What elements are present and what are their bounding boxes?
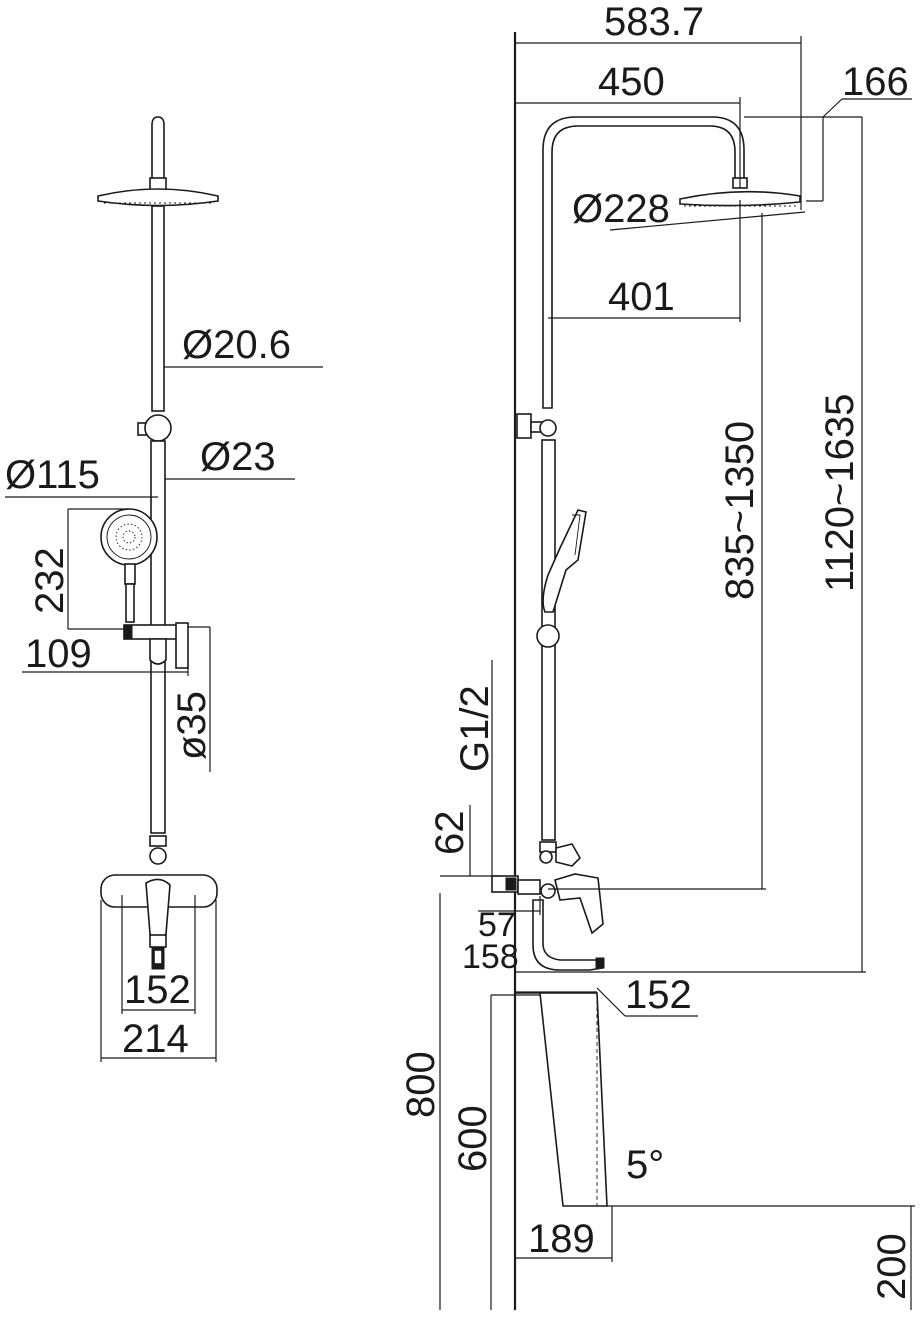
front-shower-head: [97, 177, 219, 207]
front-hand-shower: [100, 508, 158, 623]
front-top-pipe: [151, 116, 165, 181]
side-overhead-arm: [542, 116, 745, 409]
dim-hand-shower-height: 232: [28, 547, 72, 614]
dim-head-offset: 166: [842, 60, 909, 104]
dim-overall-reach: 583.7: [604, 0, 704, 44]
dim-mixer-depth: 158: [462, 938, 519, 976]
dim-head-dia: Ø228: [572, 187, 670, 231]
dim-inlet-height: 62: [428, 811, 472, 856]
dim-lower-pipe-dia: Ø23: [200, 435, 276, 479]
front-main-pipe: [151, 205, 165, 412]
side-hand-shower: [536, 509, 587, 648]
dim-mixer-width-outer: 214: [122, 1017, 189, 1061]
dim-holder-offset: 109: [25, 632, 92, 676]
side-view: 583.7 450 166 Ø228 401 835~1350 1120~163…: [399, 0, 915, 1310]
dim-pipe-dia: Ø20.6: [182, 323, 291, 367]
dim-inlet-depth: 57: [478, 906, 516, 944]
side-basin: [515, 992, 608, 1207]
front-slide-holder: [123, 622, 189, 669]
front-view: Ø20.6 Ø23 Ø115 232 109 ø35 152 214: [5, 116, 323, 1062]
dim-height-range-1: 835~1350: [718, 421, 762, 600]
dim-head-to-pipe: 401: [608, 275, 675, 319]
dim-mixer-width-inner: 152: [124, 968, 191, 1012]
dim-install-height: 800: [399, 1051, 443, 1118]
front-diverter-knob: [137, 414, 172, 442]
dim-spout-projection: 152: [625, 973, 692, 1017]
dim-arm-length: 450: [598, 60, 665, 104]
dim-inlet-thread: G1/2: [453, 685, 497, 772]
dim-floor-gap: 200: [870, 1233, 914, 1300]
side-diverter: [516, 413, 557, 439]
dim-angle: 5°: [626, 1143, 664, 1187]
dim-basin-depth: 189: [528, 1217, 595, 1261]
dim-height-range-2: 1120~1635: [818, 394, 862, 592]
dim-hand-shower-dia: Ø115: [5, 453, 100, 497]
dim-basin-height: 600: [451, 1105, 495, 1172]
front-mixer: [100, 874, 218, 970]
dim-slide-bar-dia: ø35: [170, 691, 214, 760]
side-mixer-clamp: [539, 841, 581, 867]
